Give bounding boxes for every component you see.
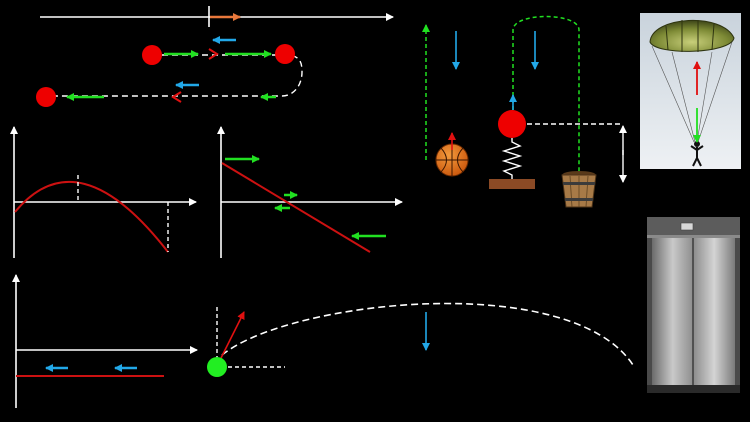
turnaround-ball bbox=[275, 44, 295, 64]
spring-mass-ball bbox=[498, 110, 526, 138]
vt-velocity-line bbox=[221, 162, 371, 253]
elevator-door-photo bbox=[647, 217, 740, 393]
launch-velocity-arrow bbox=[219, 311, 245, 361]
force-chevron-upper bbox=[208, 48, 219, 60]
parachute-canopy bbox=[649, 20, 735, 52]
projectile-trajectory bbox=[221, 302, 634, 366]
displacement-line-group bbox=[40, 6, 394, 27]
turnaround-dashed-path bbox=[46, 54, 303, 97]
projectile-group bbox=[207, 302, 634, 377]
velocity-time-graph bbox=[217, 126, 403, 258]
parachute-lines bbox=[651, 41, 733, 143]
acceleration-time-graph bbox=[12, 274, 198, 408]
projectile-ball bbox=[207, 357, 227, 377]
spring-base bbox=[489, 179, 535, 189]
start-ball bbox=[142, 45, 162, 65]
wooden-bucket-icon bbox=[561, 171, 597, 208]
pt-parabola-curve bbox=[14, 180, 169, 253]
position-time-graph bbox=[10, 126, 197, 258]
parachutist-photo bbox=[640, 13, 741, 169]
basketball-group bbox=[422, 24, 469, 177]
spring-bucket-group bbox=[489, 15, 627, 208]
spring-icon bbox=[501, 138, 523, 179]
spring-bucket-dashed-loop bbox=[512, 15, 580, 178]
end-ball bbox=[36, 87, 56, 107]
turnaround-path-group bbox=[36, 36, 303, 107]
force-chevron-lower bbox=[171, 91, 182, 103]
